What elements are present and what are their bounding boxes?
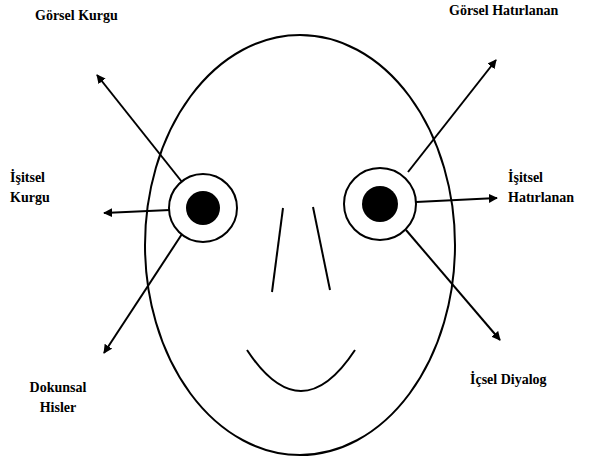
eye — [344, 168, 416, 240]
nose-line — [272, 208, 283, 292]
cue-label: İşitsel Kurgu — [10, 168, 50, 208]
cue-arrow — [104, 210, 170, 213]
face-outline — [145, 35, 455, 455]
nose-line — [313, 207, 330, 290]
cue-label: Görsel Hatırlanan — [449, 1, 558, 21]
pupil — [362, 186, 398, 222]
cue-arrow — [406, 230, 500, 340]
smile — [247, 350, 355, 391]
eye — [169, 174, 237, 242]
cue-arrow — [408, 60, 496, 172]
cue-label: Görsel Kurgu — [35, 6, 118, 26]
cue-label: İşitsel Hatırlanan — [508, 168, 574, 208]
pupil — [186, 191, 220, 225]
cue-arrow — [97, 75, 182, 182]
cue-arrow — [104, 234, 182, 353]
cue-label: Dokunsal Hisler — [30, 378, 87, 418]
cue-arrow — [416, 198, 497, 202]
cue-label: İçsel Diyalog — [470, 370, 547, 390]
